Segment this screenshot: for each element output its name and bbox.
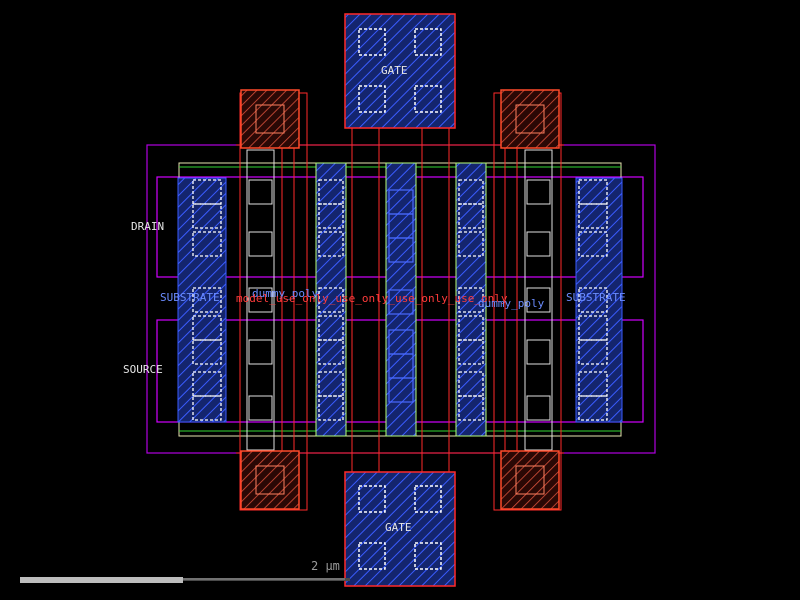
scale-bar-fill (20, 577, 183, 583)
finger-1 (315, 162, 347, 437)
dummy-poly-left-label: dummy_poly (252, 287, 319, 300)
substrate-strip-right (575, 177, 623, 423)
dummy-poly-right (524, 149, 553, 451)
finger-vias (318, 179, 484, 421)
dummy-poly-contacts (248, 179, 551, 421)
dummy-poly-left (246, 149, 275, 451)
center-finger-vias (388, 189, 414, 403)
gate-top-vias (358, 28, 442, 113)
gate-top-label: GATE (381, 64, 408, 77)
gate-pad-top (344, 13, 456, 129)
gate-bottom-vias (358, 485, 442, 570)
finger-2 (385, 162, 417, 437)
substrate-right-label: SUBSTRATE (566, 291, 626, 304)
gate-bottom-label: GATE (385, 521, 412, 534)
scale-label: 2 µm (311, 559, 340, 573)
overlap-text-label: model_use_only_use_only_use_only_use_onl… (236, 292, 508, 305)
dummy-poly-right-label: dummy_poly (478, 297, 545, 310)
drain-label: DRAIN (131, 220, 165, 233)
substrate-vias (192, 179, 608, 421)
gate-pad-bottom (344, 471, 456, 587)
substrate-left-label: SUBSTRATE (160, 291, 220, 304)
corner-contacts (240, 89, 560, 510)
source-label: SOURCE (123, 363, 163, 376)
substrate-strip-left (177, 177, 227, 423)
finger-3 (455, 162, 487, 437)
